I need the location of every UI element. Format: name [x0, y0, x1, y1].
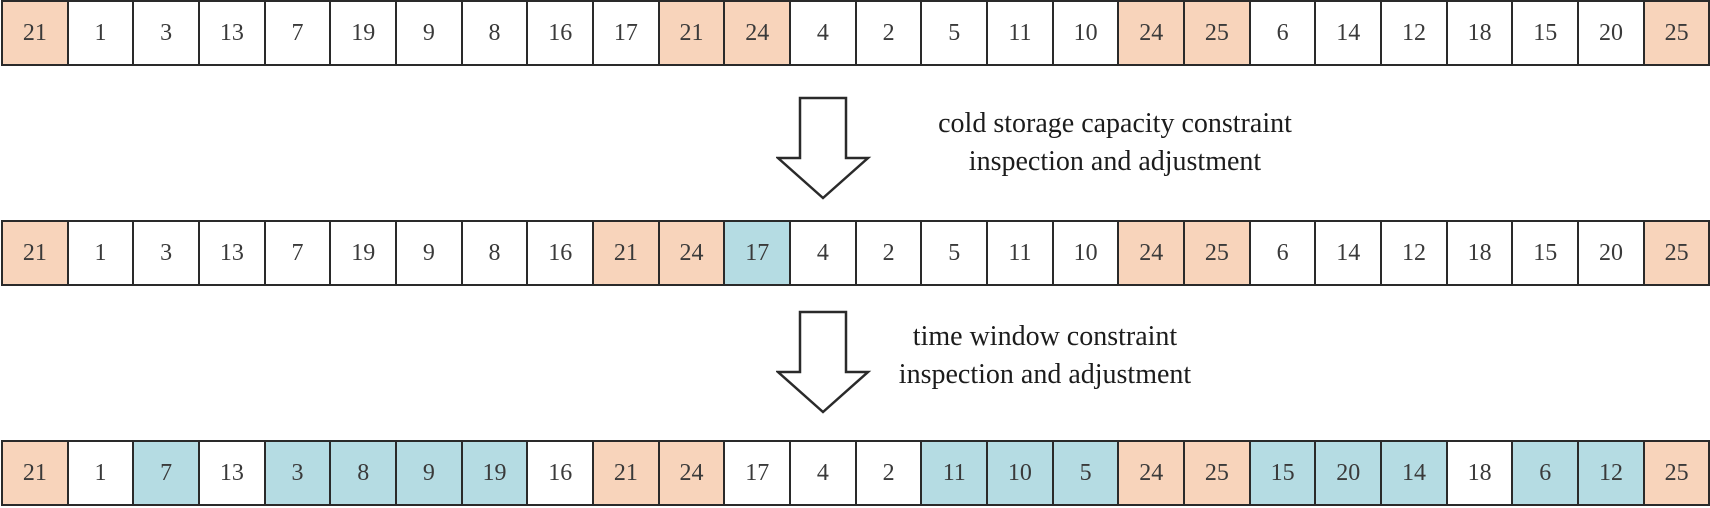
sequence-cell: 24: [1119, 2, 1186, 64]
sequence-cell: 12: [1382, 222, 1448, 284]
sequence-cell: 4: [791, 222, 857, 284]
sequence-cell: 5: [922, 2, 989, 64]
sequence-cell: 25: [1644, 2, 1710, 64]
sequence-cell: 15: [1513, 222, 1580, 284]
sequence-cell: 9: [397, 442, 463, 504]
sequence-cell: 1: [68, 2, 135, 64]
sequence-cell: 14: [1316, 2, 1383, 64]
sequence-cell: 3: [134, 2, 201, 64]
sequence-cell: 14: [1382, 442, 1448, 504]
transition-caption-cold-storage: cold storage capacity constraint inspect…: [880, 105, 1350, 181]
sequence-cell: 2: [856, 222, 923, 284]
sequence-cell: 18: [1447, 2, 1514, 64]
sequence-cell: 10: [1053, 2, 1120, 64]
sequence-cell: 16: [528, 222, 595, 284]
sequence-cell: 7: [265, 222, 332, 284]
sequence-cell: 14: [1316, 222, 1383, 284]
sequence-cell: 25: [1185, 2, 1251, 64]
sequence-cell: 20: [1316, 442, 1383, 504]
sequence-cell: 13: [200, 442, 266, 504]
sequence-cell: 25: [1644, 442, 1710, 504]
sequence-cell: 25: [1185, 222, 1251, 284]
sequence-cell: 19: [331, 2, 398, 64]
sequence-cell: 7: [265, 2, 332, 64]
sequence-cell: 12: [1382, 2, 1448, 64]
sequence-cell: 20: [1579, 2, 1645, 64]
sequence-cell: 7: [134, 442, 201, 504]
sequence-cell: 2: [856, 2, 923, 64]
caption-line-2: inspection and adjustment: [898, 359, 1192, 390]
sequence-cell: 8: [331, 442, 398, 504]
sequence-cell: 2: [856, 442, 923, 504]
sequence-cell: 25: [1185, 442, 1251, 504]
sequence-cell: 24: [725, 2, 792, 64]
sequence-cell: 11: [922, 442, 989, 504]
sequence-cell: 19: [331, 222, 398, 284]
sequence-cell: 11: [988, 222, 1054, 284]
sequence-cell: 16: [528, 442, 595, 504]
sequence-cell: 10: [1053, 222, 1120, 284]
sequence-cell: 13: [200, 222, 266, 284]
sequence-cell: 19: [462, 442, 529, 504]
sequence-cell: 4: [791, 2, 857, 64]
sequence-cell: 8: [462, 2, 529, 64]
sequence-cell: 10: [988, 442, 1054, 504]
down-arrow-icon: [776, 96, 872, 200]
sequence-cell: 16: [528, 2, 595, 64]
sequence-cell: 9: [397, 2, 463, 64]
sequence-cell: 21: [594, 442, 660, 504]
sequence-cell: 24: [1119, 442, 1186, 504]
sequence-cell: 15: [1250, 442, 1317, 504]
sequence-cell: 21: [3, 442, 69, 504]
sequence-cell: 12: [1579, 442, 1645, 504]
sequence-cell: 21: [594, 222, 660, 284]
transition-caption-time-window: time window constraint inspection and ad…: [860, 318, 1230, 394]
sequence-cell: 24: [659, 442, 726, 504]
sequence-cell: 6: [1250, 222, 1317, 284]
sequence-cell: 8: [462, 222, 529, 284]
sequence-cell: 20: [1579, 222, 1645, 284]
sequence-cell: 13: [200, 2, 266, 64]
sequence-cell: 9: [397, 222, 463, 284]
sequence-cell: 17: [725, 442, 792, 504]
sequence-cell: 4: [791, 442, 857, 504]
down-arrow-icon: [776, 310, 872, 414]
sequence-cell: 25: [1644, 222, 1710, 284]
sequence-cell: 3: [265, 442, 332, 504]
sequence-cell: 24: [659, 222, 726, 284]
sequence-cell: 6: [1513, 442, 1580, 504]
caption-line-2: inspection and adjustment: [968, 146, 1262, 177]
caption-line-1: cold storage capacity constraint: [938, 108, 1292, 139]
sequence-cell: 5: [1053, 442, 1120, 504]
sequence-cell: 21: [3, 222, 69, 284]
sequence-cell: 18: [1447, 222, 1514, 284]
sequence-cell: 6: [1250, 2, 1317, 64]
sequence-cell: 15: [1513, 2, 1580, 64]
sequence-cell: 24: [1119, 222, 1186, 284]
sequence-cell: 17: [594, 2, 660, 64]
sequence-cell: 17: [725, 222, 792, 284]
sequence-cell: 1: [68, 222, 135, 284]
sequence-cell: 18: [1447, 442, 1514, 504]
sequence-cell: 5: [922, 222, 989, 284]
sequence-cell: 21: [3, 2, 69, 64]
sequence-cell: 1: [68, 442, 135, 504]
sequence-cell: 11: [988, 2, 1054, 64]
caption-line-1: time window constraint: [912, 321, 1178, 352]
sequence-cell: 21: [659, 2, 726, 64]
sequence-cell: 3: [134, 222, 201, 284]
